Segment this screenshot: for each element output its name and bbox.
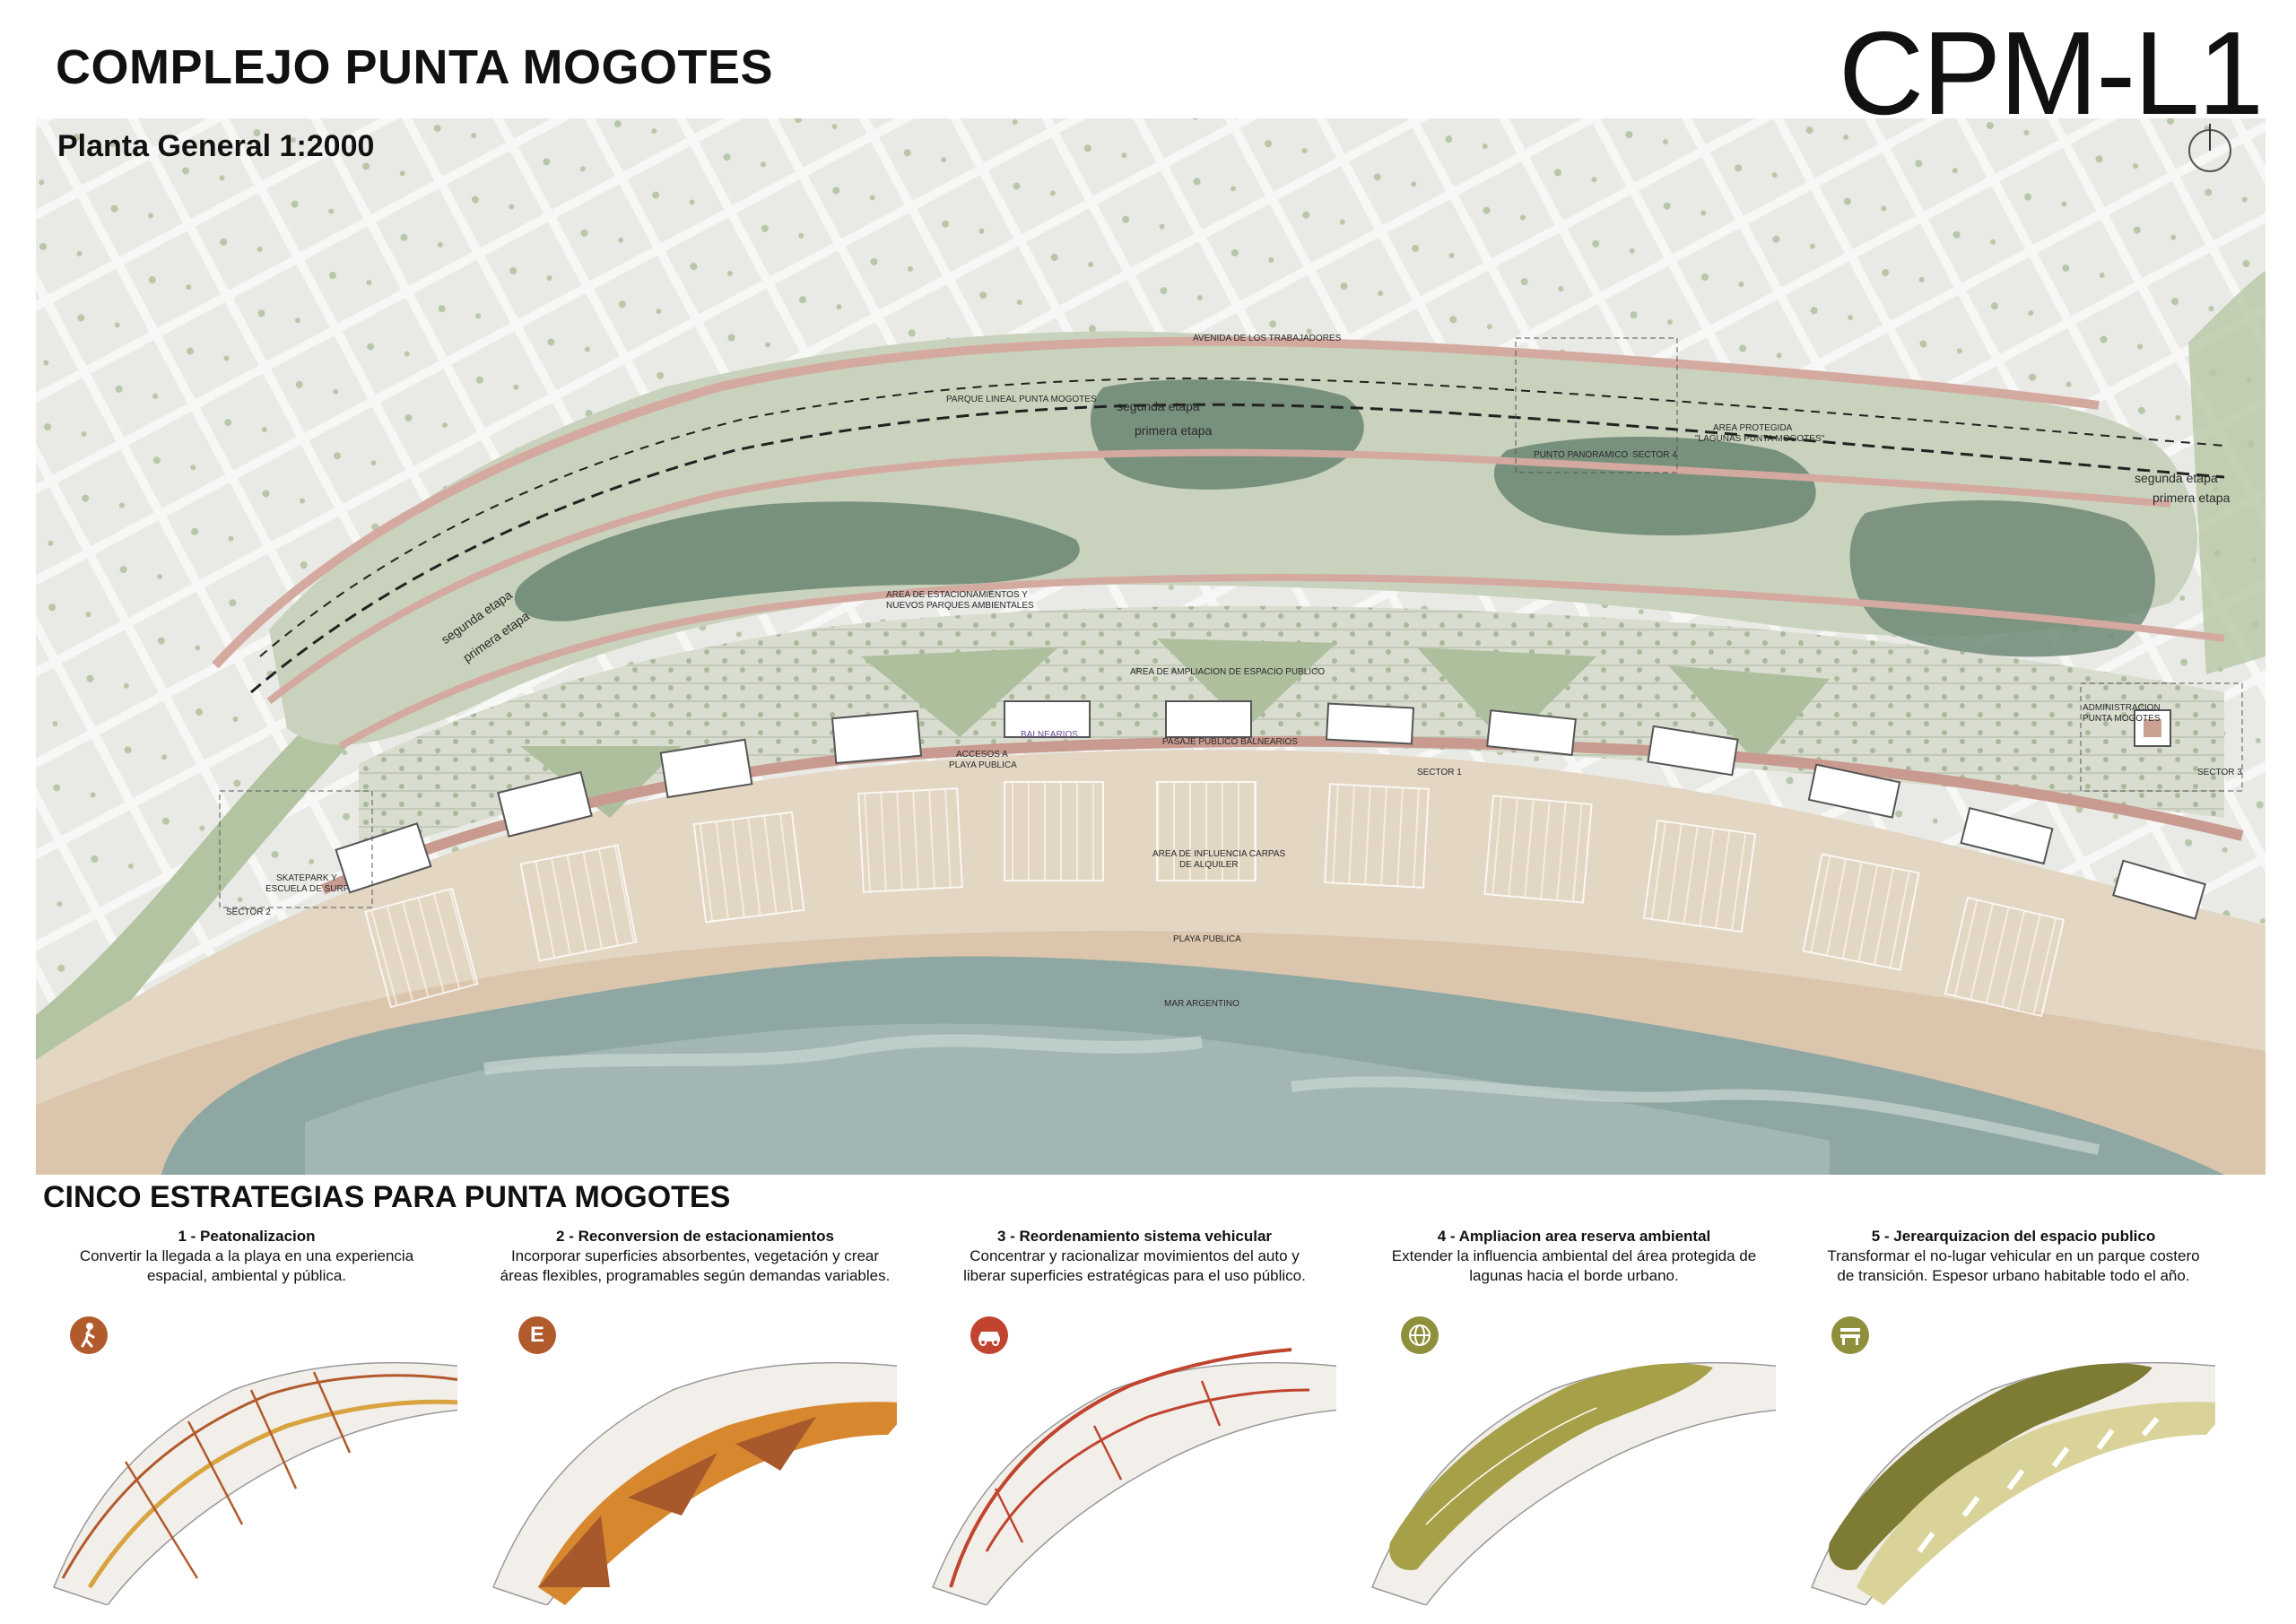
strategy-text: áreas flexibles, programables según dema… <box>500 1267 891 1284</box>
strategy-text: Extender la influencia ambiental del áre… <box>1391 1247 1757 1264</box>
strategy-5: 5 - Jerearquizacion del espacio publico … <box>1803 1227 2224 1286</box>
label-punto-panoramico: PUNTO PANORAMICO <box>1534 450 1629 460</box>
label-accesos-1: ACCESOS A <box>956 750 1008 760</box>
site-plan-drawing <box>36 118 2266 1175</box>
label-area-protegida-1: AREA PROTEGIDA <box>1713 423 1793 433</box>
label-avenida: AVENIDA DE LOS TRABAJADORES <box>1193 334 1342 343</box>
strategies-title: CINCO ESTRATEGIAS PARA PUNTA MOGOTES <box>43 1180 731 1214</box>
strategy-text: liberar superficies estratégicas para el… <box>963 1267 1306 1284</box>
strategy-text: Incorporar superficies absorbentes, vege… <box>510 1247 880 1264</box>
label-sector3: SECTOR 3 <box>2197 768 2242 777</box>
label-balnearios: BALNEARIOS <box>1021 730 1078 740</box>
diagram-reserva <box>1371 1361 1776 1605</box>
label-primera-etapa-right: primera etapa <box>2152 491 2231 505</box>
label-segunda-etapa: segunda etapa <box>1117 399 1200 413</box>
strategy-text: lagunas hacia el borde urbano. <box>1469 1267 1679 1284</box>
label-carpas-1: AREA DE INFLUENCIA CARPAS <box>1152 849 1286 859</box>
strategy-3: 3 - Reordenamiento sistema vehicular Con… <box>924 1227 1345 1286</box>
diagram-espacio-publico <box>1811 1361 2215 1605</box>
diagram-vehicular <box>932 1348 1336 1605</box>
sheet-code: CPM-L1 <box>1838 7 2264 139</box>
label-playa-publica: PLAYA PUBLICA <box>1173 934 1241 944</box>
label-estacionamientos-1: AREA DE ESTACIONAMIENTOS Y <box>886 590 1028 600</box>
pedestrian-icon <box>70 1316 108 1354</box>
globe-icon <box>1401 1316 1439 1354</box>
label-estacionamientos-2: NUEVOS PARQUES AMBIENTALES <box>886 601 1034 611</box>
label-administracion-2: PUNTA MOGOTES <box>2083 714 2161 724</box>
label-segunda-etapa-right: segunda etapa <box>2135 471 2218 485</box>
label-sector1: SECTOR 1 <box>1417 768 1462 777</box>
strategy-text: Transformar el no-lugar vehicular en un … <box>1827 1247 2200 1264</box>
diagram-peatonalizacion <box>53 1361 457 1605</box>
bench-icon <box>1831 1316 1869 1354</box>
label-carpas-2: DE ALQUILER <box>1179 860 1239 870</box>
label-skatepark-2: ESCUELA DE SURF <box>265 884 349 894</box>
strategy-2: 2 - Reconversion de estacionamientos Inc… <box>484 1227 906 1286</box>
label-accesos-2: PLAYA PUBLICA <box>949 760 1017 770</box>
label-ampliacion: AREA DE AMPLIACION DE ESPACIO PUBLICO <box>1130 667 1326 677</box>
strategy-title: 4 - Ampliacion area reserva ambiental <box>1437 1228 1711 1245</box>
strategy-text: espacial, ambiental y pública. <box>146 1267 347 1284</box>
label-area-protegida-2: "LAGUNAS PUNTA MOGOTES" <box>1695 434 1825 444</box>
strategy-title: 1 - Peatonalizacion <box>178 1228 316 1245</box>
strategy-4: 4 - Ampliacion area reserva ambiental Ex… <box>1363 1227 1785 1286</box>
parking-icon: E <box>518 1316 556 1354</box>
plan-title: Planta General 1:2000 <box>57 129 375 163</box>
strategy-text: Convertir la llegada a la playa en una e… <box>79 1247 414 1264</box>
strategy-title: 3 - Reordenamiento sistema vehicular <box>996 1228 1273 1245</box>
north-arrow-icon <box>2188 124 2231 172</box>
label-sector2: SECTOR 2 <box>226 908 271 917</box>
label-administracion-1: ADMINISTRACION <box>2083 703 2161 713</box>
diagram-estacionamientos <box>492 1361 897 1605</box>
strategy-title: 5 - Jerearquizacion del espacio publico <box>1871 1228 2156 1245</box>
site-plan: AVENIDA DE LOS TRABAJADORES PARQUE LINEA… <box>36 118 2266 1175</box>
car-icon <box>970 1316 1008 1354</box>
strategy-text: de transición. Espesor urbano habitable … <box>1837 1267 2190 1284</box>
label-sector4: SECTOR 4 <box>1632 450 1677 460</box>
strategy-title: 2 - Reconversion de estacionamientos <box>556 1228 834 1245</box>
label-pasaje: PASAJE PUBLICO BALNEARIOS <box>1162 737 1298 747</box>
label-primera-etapa: primera etapa <box>1135 423 1213 438</box>
label-parque-lineal: PARQUE LINEAL PUNTA MOGOTES <box>946 395 1097 404</box>
strategy-text: Concentrar y racionalizar movimientos de… <box>970 1247 1300 1264</box>
page-title: COMPLEJO PUNTA MOGOTES <box>56 40 774 94</box>
label-skatepark-1: SKATEPARK Y <box>276 873 337 883</box>
strategy-1: 1 - Peatonalizacion Convertir la llegada… <box>36 1227 457 1286</box>
label-mar: MAR ARGENTINO <box>1164 999 1239 1009</box>
